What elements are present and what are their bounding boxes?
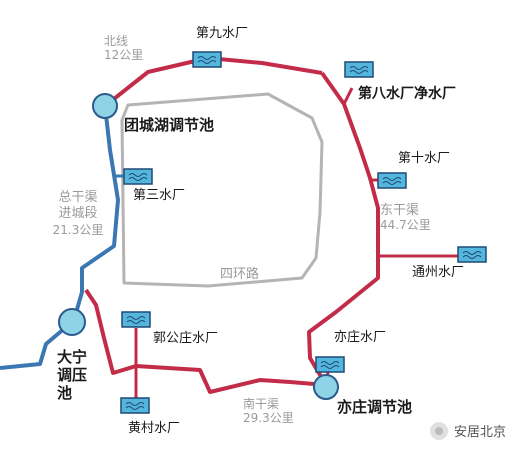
watermark-text: 安居北京 (454, 425, 507, 440)
daning-pool-marker (58, 308, 86, 336)
guogongzhuang-plant-label: 郭公庄水厂 (153, 331, 219, 346)
south-canal-length: 29.3公里 (243, 410, 294, 425)
fourth-ring-road (120, 92, 324, 288)
south-canal-name: 南干渠 (243, 397, 280, 411)
east-canal-label: 东干渠 44.7公里 (380, 203, 431, 233)
huangcun-plant-label: 黄村水厂 (128, 421, 181, 436)
north-line-length: 12公里 (104, 47, 144, 62)
plant-3-label: 第三水厂 (133, 188, 186, 203)
main-canal-city-section (72, 105, 120, 321)
main-canal-name-line2: 进城段 (58, 206, 98, 221)
plant-3-icon (123, 168, 153, 185)
south-canal (84, 288, 327, 394)
huangcun-plant-icon (120, 397, 150, 414)
plant-8-icon (344, 61, 374, 78)
south-canal-label: 南干渠 29.3公里 (243, 397, 294, 426)
tuanchenghu-pool-marker (92, 93, 118, 119)
north-line-name: 北线 (104, 34, 129, 48)
watermark: 安居北京 (430, 421, 506, 440)
yizhuang-pool-label: 亦庄调节池 (337, 398, 413, 416)
plant-9-label: 第九水厂 (196, 26, 249, 41)
yizhuang-plant-icon (315, 356, 345, 373)
plant-9-icon (192, 51, 222, 68)
plant-10-icon (377, 172, 407, 189)
main-canal-label: 总干渠 进城段 21.3公里 (40, 190, 116, 238)
fourth-ring-label: 四环路 (220, 267, 260, 282)
daning-pool-label: 大宁调压池 (57, 348, 88, 402)
east-canal-length: 44.7公里 (380, 217, 431, 232)
wechat-logo-icon (430, 421, 448, 440)
east-canal-name: 东干渠 (380, 203, 420, 218)
plant-10-label: 第十水厂 (398, 151, 451, 166)
main-canal-length: 21.3公里 (52, 223, 104, 237)
east-canal (307, 71, 380, 387)
main-canal-west-inflow (0, 320, 74, 370)
tongzhou-plant-label: 通州水厂 (412, 265, 465, 280)
yizhuang-plant-label: 亦庄水厂 (334, 330, 387, 345)
north-line-label: 北线 12公里 (104, 34, 144, 63)
spur-plant-8 (342, 87, 354, 105)
guogongzhuang-plant-icon (121, 311, 151, 328)
tuanchenghu-pool-label: 团城湖调节池 (124, 116, 215, 134)
yizhuang-pool-marker (313, 374, 339, 400)
plant-8-label: 第八水厂净水厂 (358, 86, 456, 102)
tongzhou-plant-icon (457, 246, 487, 263)
main-canal-name-line1: 总干渠 (58, 190, 98, 205)
